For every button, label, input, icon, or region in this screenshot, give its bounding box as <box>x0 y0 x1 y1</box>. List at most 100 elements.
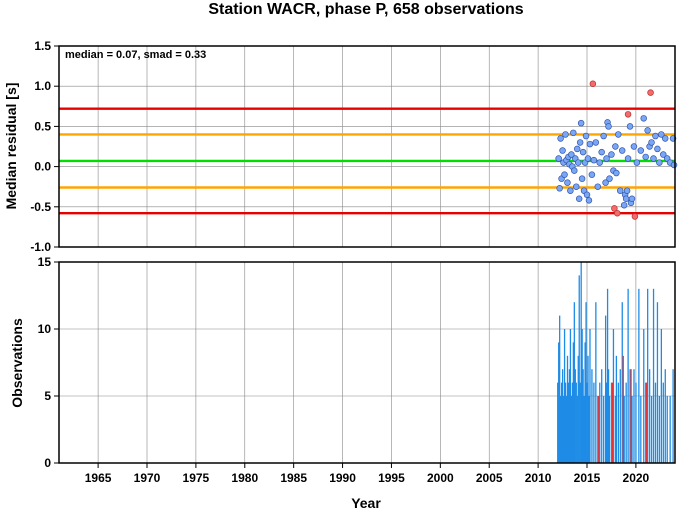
chart-title: Station WACR, phase P, 658 observations <box>208 1 523 18</box>
residual-point <box>596 159 603 166</box>
year-x-tick-label: 1990 <box>329 471 356 485</box>
observation-bar <box>627 288 629 463</box>
observation-bar <box>569 329 572 463</box>
observation-bar <box>581 329 583 463</box>
residual-point <box>624 155 632 162</box>
residual-point <box>652 132 659 140</box>
observation-bar <box>575 382 577 463</box>
observation-bar <box>648 369 651 463</box>
outlier-point <box>614 209 621 217</box>
residual-point <box>648 139 655 146</box>
residual-point <box>600 132 607 140</box>
residual-point <box>575 195 583 203</box>
observation-bar <box>607 369 610 463</box>
observation-bar <box>631 396 633 463</box>
residual-point <box>570 129 577 137</box>
year-x-tick-label: 2005 <box>476 471 503 485</box>
residual-point <box>640 115 647 122</box>
observation-bar <box>574 369 576 463</box>
observation-bar <box>615 355 618 463</box>
residual-point <box>559 147 566 154</box>
residual-point <box>555 155 562 162</box>
observation-bar <box>662 382 664 463</box>
observation-bar <box>597 396 599 463</box>
observation-bar <box>595 302 597 463</box>
residual-point <box>573 145 581 153</box>
observation-bar <box>599 382 601 463</box>
observation-bar <box>621 302 623 463</box>
residual-point <box>557 135 564 142</box>
observation-bar <box>572 342 575 463</box>
outlier-point <box>624 111 632 118</box>
observations-y-tick-label: 15 <box>38 255 52 269</box>
residual-point <box>644 127 651 134</box>
observations-plot-frame <box>58 261 676 464</box>
outlier-point <box>631 213 639 220</box>
residual-point <box>660 151 667 158</box>
year-x-tick-label: 1965 <box>85 471 112 485</box>
outlier-point <box>647 89 654 96</box>
residual-point <box>562 131 569 138</box>
observation-bar <box>608 396 611 463</box>
observation-bar <box>578 275 580 463</box>
outlier-point <box>589 80 597 88</box>
residual-point <box>606 175 613 182</box>
observation-bar <box>612 329 615 463</box>
observation-bar <box>560 396 562 463</box>
observation-bar <box>647 288 649 463</box>
year-x-tick-label: 2010 <box>525 471 552 485</box>
residual-point <box>622 195 630 203</box>
residual-point <box>613 169 620 177</box>
observation-bar <box>601 369 603 463</box>
observation-bar <box>558 342 560 463</box>
observation-bar <box>557 382 559 463</box>
observation-bar <box>573 302 575 463</box>
year-x-tick-label: 2000 <box>427 471 454 485</box>
residual-point <box>594 183 602 190</box>
observation-bar <box>585 302 587 463</box>
residual-y-tick-label: 0.0 <box>34 160 51 174</box>
observation-bar <box>563 329 566 463</box>
year-x-tick-label: 1975 <box>183 471 210 485</box>
residual-point <box>584 155 592 162</box>
residual-point <box>615 131 622 138</box>
year-x-tick-label: 1995 <box>378 471 405 485</box>
observation-bar <box>576 396 578 463</box>
residual-point <box>582 132 590 140</box>
observation-bar <box>610 382 613 463</box>
residual-y-tick-label: -1.0 <box>30 240 51 254</box>
observations-y-axis-label: Observations <box>9 318 25 408</box>
observation-bar <box>606 288 609 463</box>
residual-y-tick-label: 0.5 <box>34 119 51 133</box>
residual-plot-frame <box>58 45 676 248</box>
residual-point <box>628 195 636 203</box>
residual-point <box>572 183 580 190</box>
observation-bar <box>589 329 591 463</box>
observation-bar <box>564 382 567 463</box>
outlier-point <box>611 205 618 212</box>
residual-point <box>670 161 678 169</box>
observation-bar <box>583 396 585 463</box>
residual-point <box>579 148 587 156</box>
residual-point <box>658 131 665 138</box>
residual-point <box>556 185 563 192</box>
observation-bar <box>580 262 582 463</box>
residual-point <box>602 179 609 186</box>
observation-bar <box>604 315 607 463</box>
observations-y-tick-label: 0 <box>44 456 51 470</box>
residual-point <box>626 123 634 130</box>
observation-bar <box>645 382 647 463</box>
observation-bar <box>605 382 608 463</box>
observation-bar <box>559 315 561 463</box>
residual-y-tick-label: 1.0 <box>34 79 51 93</box>
outlier-observation-bar <box>646 382 648 463</box>
residual-point <box>586 140 594 148</box>
observation-bar <box>584 342 586 463</box>
residual-points <box>555 80 678 220</box>
residual-point <box>656 159 663 166</box>
residual-y-tick-label: -0.5 <box>30 200 51 214</box>
year-x-tick-label: 2020 <box>623 471 650 485</box>
